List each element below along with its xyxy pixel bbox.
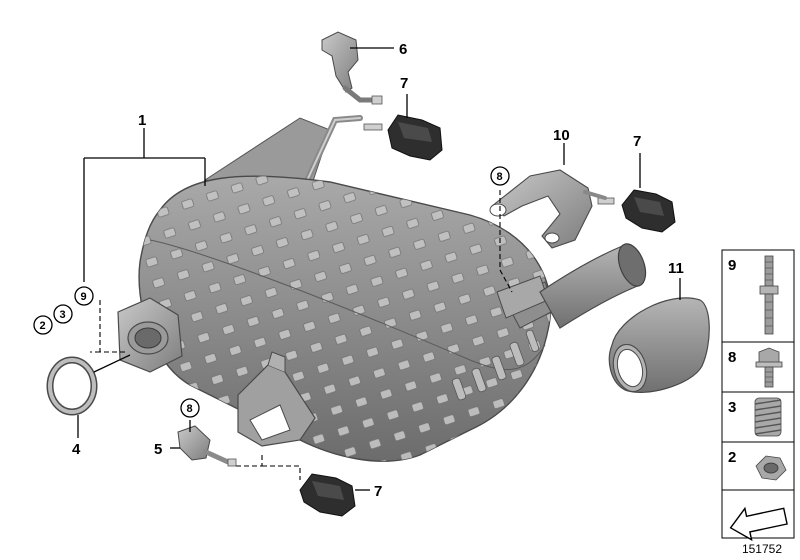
callout-7-right: 7 bbox=[633, 133, 641, 150]
circled-ref-9: 9 bbox=[74, 286, 94, 306]
direction-arrow-icon bbox=[729, 506, 788, 542]
hanger-bracket bbox=[321, 31, 383, 105]
rubber-mount-bottom bbox=[299, 473, 356, 517]
svg-text:3: 3 bbox=[60, 309, 66, 321]
svg-text:3: 3 bbox=[728, 399, 736, 416]
gasket-ring bbox=[46, 356, 98, 416]
svg-text:8: 8 bbox=[728, 349, 736, 366]
svg-text:9: 9 bbox=[728, 257, 736, 274]
stud-icon bbox=[759, 255, 779, 335]
direction-arrow-box bbox=[721, 489, 795, 542]
small-bracket bbox=[177, 425, 237, 467]
panel-item-2: 2 bbox=[721, 441, 795, 491]
muffler bbox=[117, 115, 647, 462]
circled-ref-8-bottom: 8 bbox=[180, 398, 200, 418]
callout-10: 10 bbox=[553, 127, 570, 144]
callout-6: 6 bbox=[399, 41, 407, 58]
panel-item-3: 3 bbox=[721, 391, 795, 443]
rubber-mount-right bbox=[597, 189, 676, 233]
nut-icon bbox=[755, 455, 787, 481]
rubber-mount-top bbox=[363, 114, 443, 161]
svg-text:9: 9 bbox=[81, 291, 87, 303]
callout-1: 1 bbox=[138, 112, 146, 129]
callout-4: 4 bbox=[72, 441, 81, 458]
callout-5: 5 bbox=[154, 441, 162, 458]
callouts: 1 4 5 6 7 7 7 10 11 bbox=[72, 41, 684, 500]
svg-text:8: 8 bbox=[187, 403, 193, 415]
spring-icon bbox=[754, 397, 782, 437]
callout-7-bottom: 7 bbox=[374, 483, 382, 500]
callout-7-top: 7 bbox=[400, 75, 408, 92]
circled-ref-2: 2 bbox=[33, 315, 53, 335]
circled-ref-8-top: 8 bbox=[490, 166, 510, 186]
circled-references: 9 3 2 8 8 bbox=[33, 166, 510, 418]
document-number: 151752 bbox=[741, 542, 782, 556]
hardware-panel: 9 8 3 bbox=[721, 249, 795, 542]
panel-item-9: 9 bbox=[721, 249, 795, 343]
support-bracket bbox=[489, 169, 607, 249]
callout-11: 11 bbox=[668, 260, 684, 277]
circled-ref-3: 3 bbox=[53, 304, 73, 324]
panel-item-8: 8 bbox=[721, 341, 795, 393]
svg-text:2: 2 bbox=[40, 320, 46, 332]
svg-text:8: 8 bbox=[497, 171, 503, 183]
svg-text:2: 2 bbox=[728, 449, 736, 466]
tailpipe-trim bbox=[608, 297, 710, 393]
bolt-icon bbox=[755, 347, 783, 388]
leader-lines bbox=[77, 47, 681, 491]
